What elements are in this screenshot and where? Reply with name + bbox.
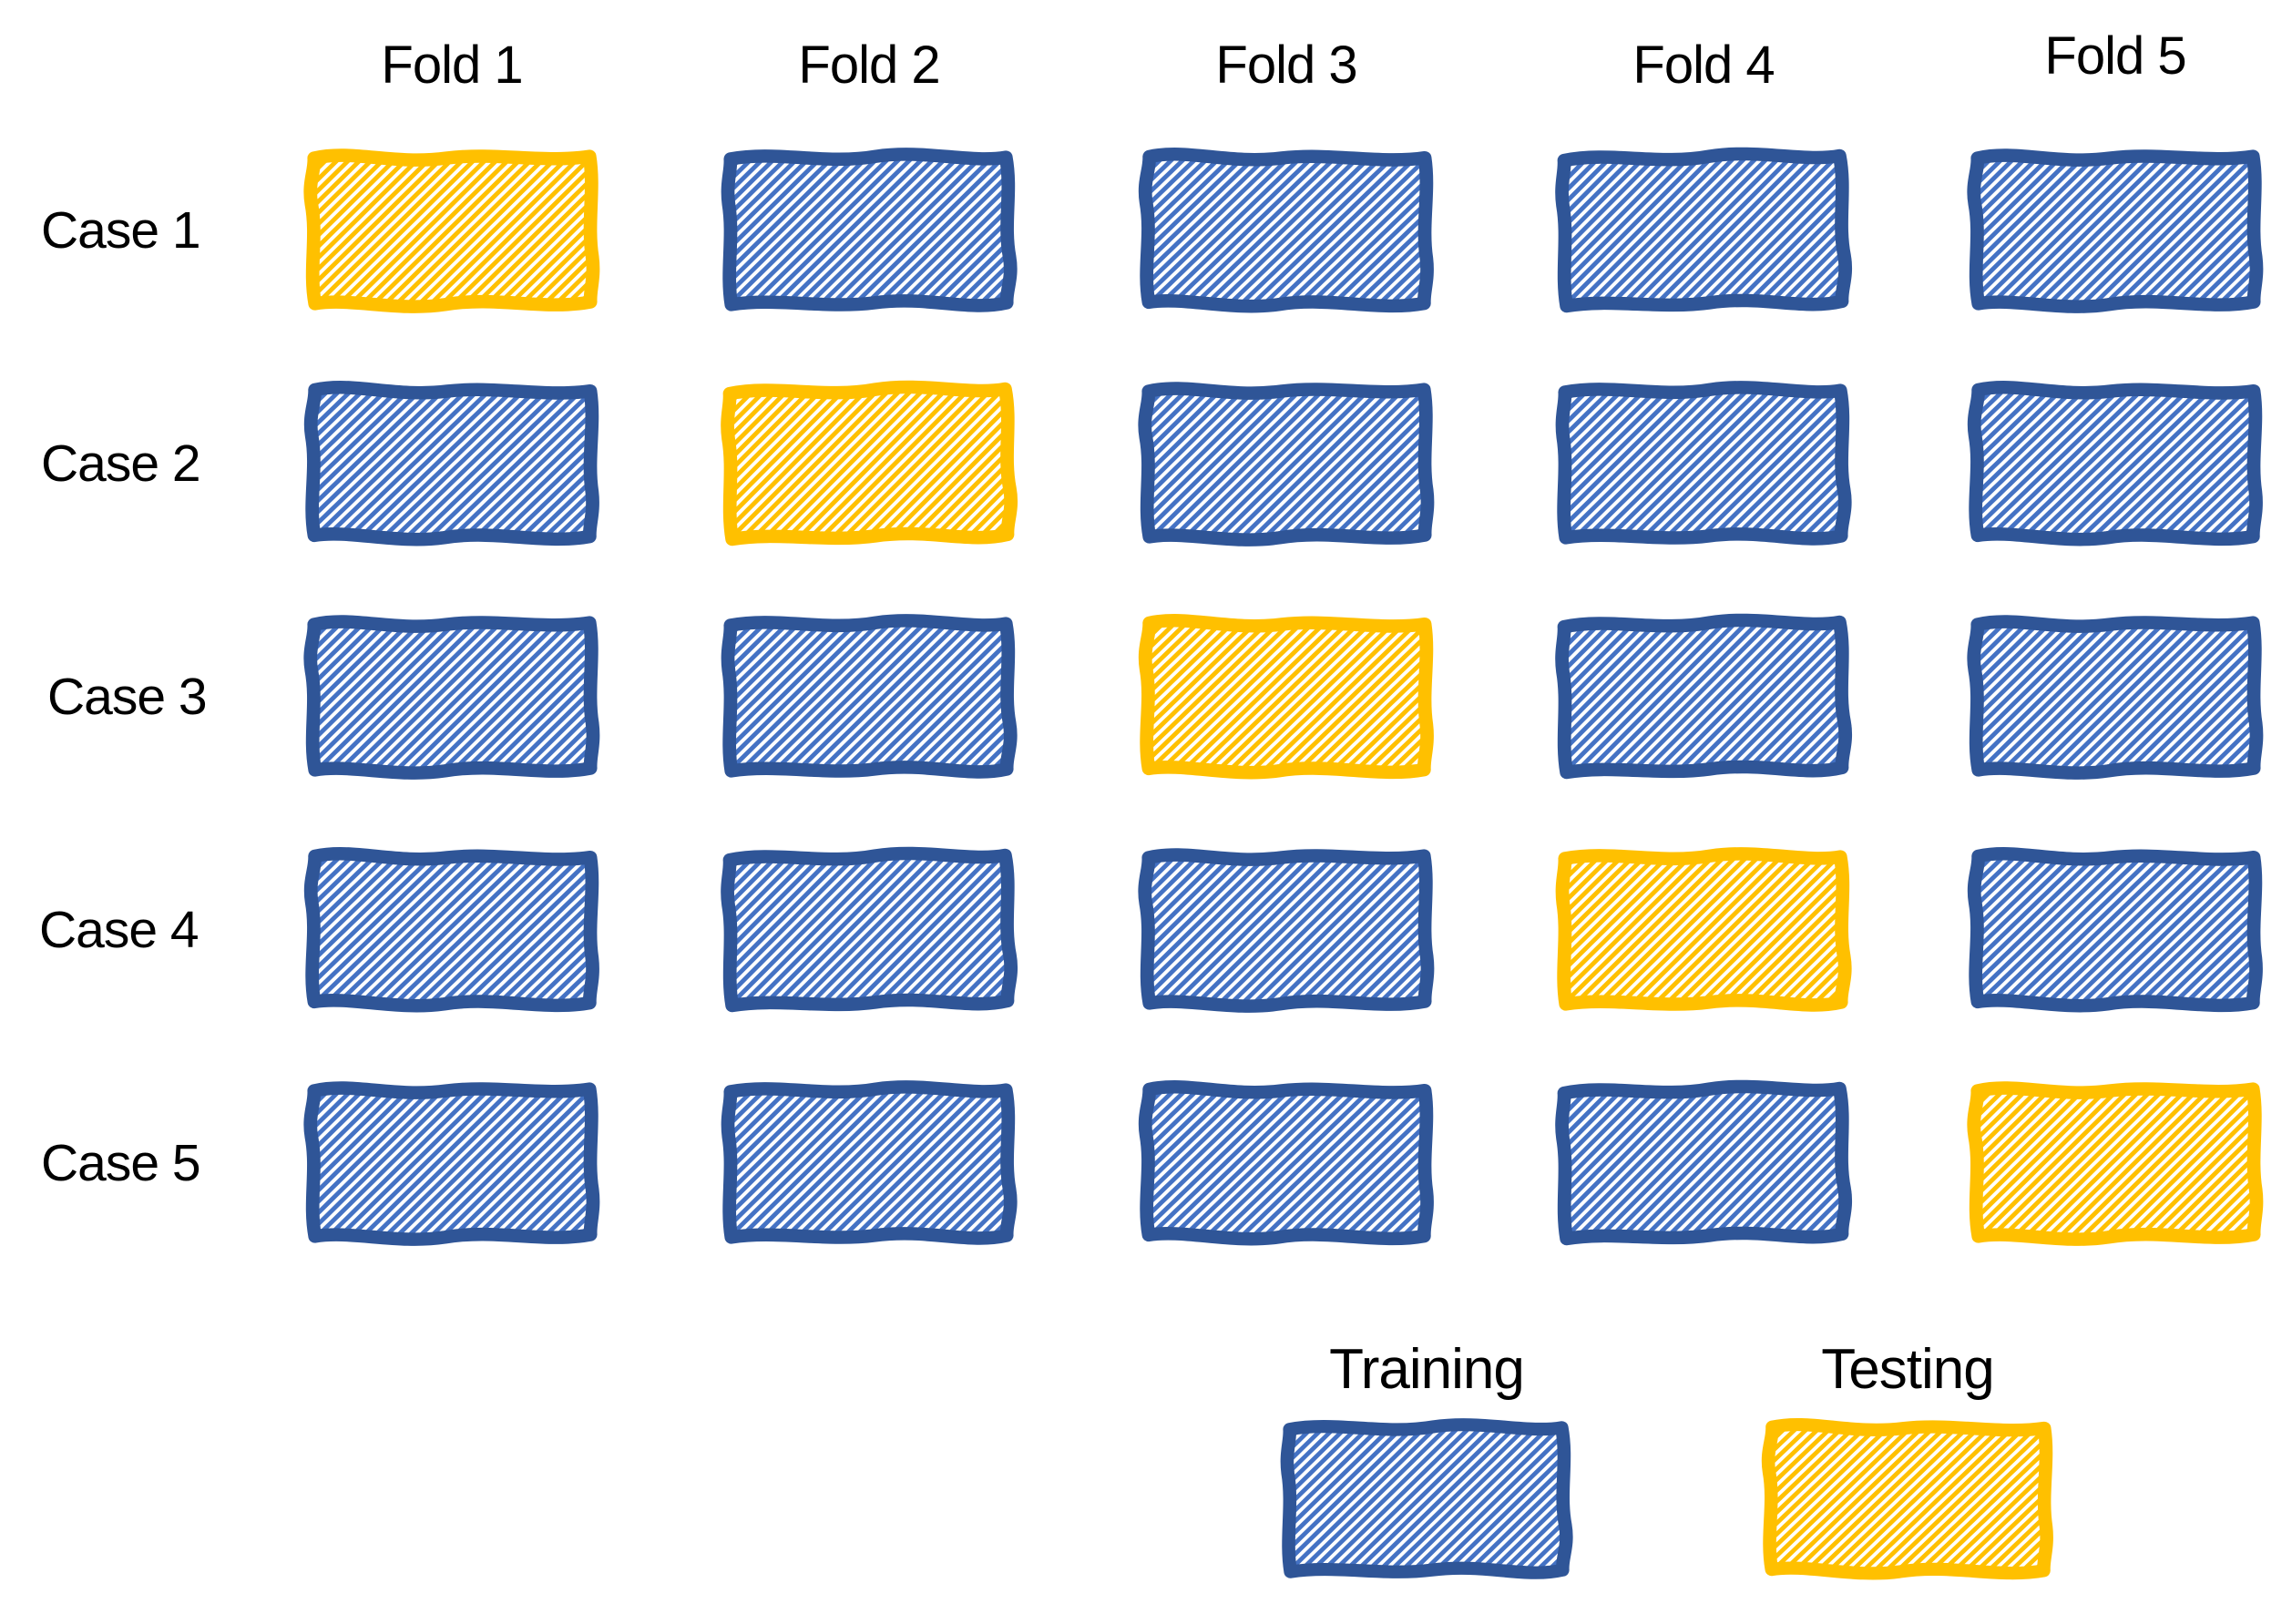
grid-cell-case3-fold5 [1967,612,2264,781]
hatched-box [311,622,593,773]
grid-cell-case4-fold5 [1966,843,2265,1016]
hatched-box [1974,1088,2256,1240]
grid-cell-case5-fold5 [1967,1078,2264,1248]
grid-cell-case5-fold2 [721,1078,1018,1248]
case-label-2: Case 2 [41,434,201,493]
legend-swatch-testing [1760,1415,2055,1583]
grid-cell-case3-fold1 [303,612,600,781]
hatched-box [1144,154,1428,308]
legend-label-testing: Testing [1821,1338,1994,1401]
hatched-box [1561,153,1846,307]
hatched-box [311,156,593,307]
hatched-box [728,1087,1010,1238]
grid-cell-case1-fold3 [1137,144,1436,316]
hatched-box [1561,1086,1846,1240]
hatched-box [311,1088,593,1240]
grid-cell-case4-fold2 [720,843,1018,1016]
fold-header-5: Fold 5 [2044,26,2186,86]
legend-label-training: Training [1329,1338,1525,1401]
hatched-box [1973,853,2257,1007]
hatched-box [1145,855,1427,1006]
hatched-box [727,386,1011,540]
grid-cell-case4-fold3 [1138,845,1435,1015]
grid-cell-case2-fold1 [302,377,601,549]
fold-header-2: Fold 2 [798,36,940,95]
grid-cell-case5-fold3 [1137,1077,1436,1249]
grid-cell-case4-fold1 [302,843,601,1016]
hatched-box [310,853,594,1007]
hatched-box [1767,1425,2048,1576]
hatched-box [310,387,594,541]
hatched-box [1973,387,2257,541]
hatched-box [1974,156,2256,307]
grid-cell-case1-fold2 [721,146,1018,315]
grid-cell-case2-fold2 [720,377,1018,549]
hatched-box [1562,387,1845,538]
grid-cell-case5-fold1 [303,1078,600,1248]
fold-header-3: Fold 3 [1215,36,1357,95]
grid-cell-case1-fold5 [1967,146,2264,315]
hatched-box [1561,619,1846,773]
hatched-box [727,853,1011,1006]
fold-header-4: Fold 4 [1632,36,1775,95]
grid-cell-case2-fold5 [1966,377,2265,549]
case-label-4: Case 4 [39,901,200,959]
grid-cell-case3-fold2 [721,612,1018,781]
hatched-box [1144,1087,1428,1241]
grid-cell-case4-fold4 [1555,845,1852,1015]
grid-cell-case1-fold4 [1554,144,1853,316]
grid-cell-case2-fold3 [1138,379,1435,548]
grid-cell-case3-fold3 [1137,610,1436,782]
grid-cell-case5-fold4 [1554,1077,1853,1249]
fold-header-1: Fold 1 [381,36,523,95]
hatched-box [728,154,1010,305]
hatched-box [1562,853,1845,1005]
hatched-box [1144,620,1428,774]
case-label-1: Case 1 [41,201,201,260]
grid-cell-case3-fold4 [1554,610,1853,782]
grid-cell-case1-fold1 [303,146,600,315]
legend-swatch-training [1280,1416,1573,1582]
grid-cell-case2-fold4 [1555,379,1852,548]
case-label-3: Case 3 [47,668,208,726]
hatched-box [1974,622,2256,773]
hatched-box [728,620,1010,771]
hatched-box [1287,1425,1566,1572]
hatched-box [1145,389,1427,540]
case-label-5: Case 5 [41,1134,201,1192]
